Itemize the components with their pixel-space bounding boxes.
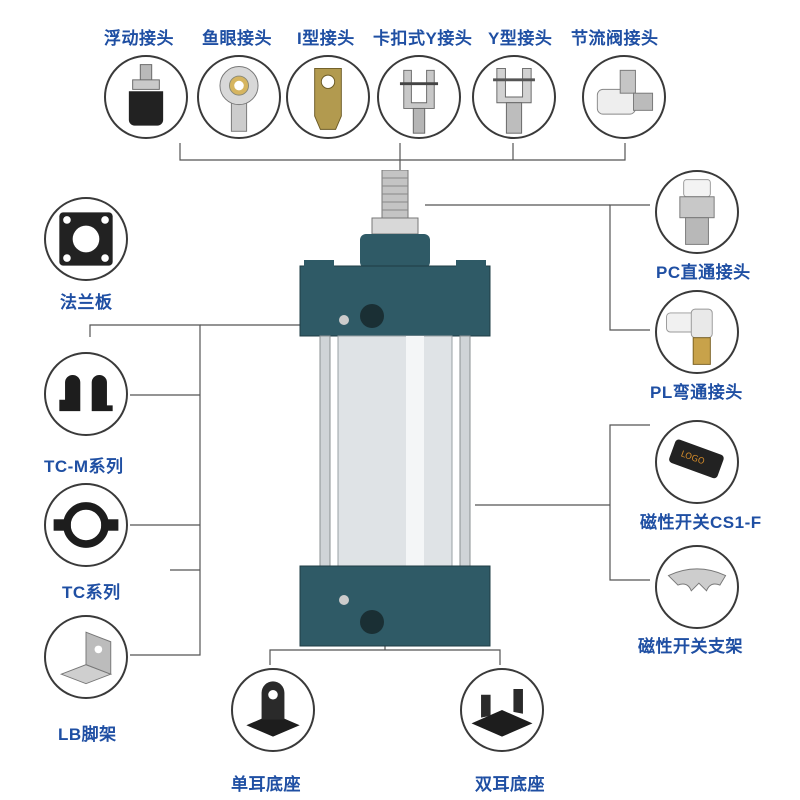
label-pl-elbow-fitting: PL弯通接头 bbox=[650, 383, 743, 402]
throttle-valve-joint-image[interactable] bbox=[582, 55, 666, 139]
rod-end-image[interactable] bbox=[197, 55, 281, 139]
y-joint-image[interactable] bbox=[472, 55, 556, 139]
tc-series-image[interactable] bbox=[44, 483, 128, 567]
i-joint-image[interactable] bbox=[286, 55, 370, 139]
double-ear-base-image[interactable] bbox=[460, 668, 544, 752]
label-magnetic-switch: 磁性开关CS1-F bbox=[640, 513, 762, 532]
pl-elbow-fitting-image[interactable] bbox=[655, 290, 739, 374]
label-pc-straight-fitting: PC直通接头 bbox=[656, 263, 751, 282]
magnetic-switch-bracket-image[interactable] bbox=[655, 545, 739, 629]
label-single-ear-base: 单耳底座 bbox=[231, 775, 301, 794]
label-tc-series: TC系列 bbox=[62, 583, 121, 602]
label-tc-m-series: TC-M系列 bbox=[44, 457, 124, 476]
air-cylinder-image bbox=[299, 170, 491, 647]
floating-joint-image[interactable] bbox=[104, 55, 188, 139]
label-flange-plate: 法兰板 bbox=[60, 293, 113, 312]
pc-straight-fitting-image[interactable] bbox=[655, 170, 739, 254]
label-clip-y-joint: 卡扣式Y接头 bbox=[373, 29, 473, 48]
label-lb-foot-bracket: LB脚架 bbox=[58, 725, 117, 744]
label-i-joint: I型接头 bbox=[297, 29, 355, 48]
lb-foot-bracket-image[interactable] bbox=[44, 615, 128, 699]
label-magnetic-switch-bracket: 磁性开关支架 bbox=[638, 637, 743, 656]
label-throttle-valve-joint: 节流阀接头 bbox=[571, 29, 659, 48]
label-double-ear-base: 双耳底座 bbox=[475, 775, 545, 794]
flange-plate-image[interactable] bbox=[44, 197, 128, 281]
label-rod-end: 鱼眼接头 bbox=[202, 29, 272, 48]
tc-m-series-image[interactable] bbox=[44, 352, 128, 436]
magnetic-switch-image[interactable]: LOGO bbox=[655, 420, 739, 504]
label-floating-joint: 浮动接头 bbox=[104, 29, 174, 48]
clip-y-joint-image[interactable] bbox=[377, 55, 461, 139]
label-y-joint: Y型接头 bbox=[488, 29, 553, 48]
single-ear-base-image[interactable] bbox=[231, 668, 315, 752]
